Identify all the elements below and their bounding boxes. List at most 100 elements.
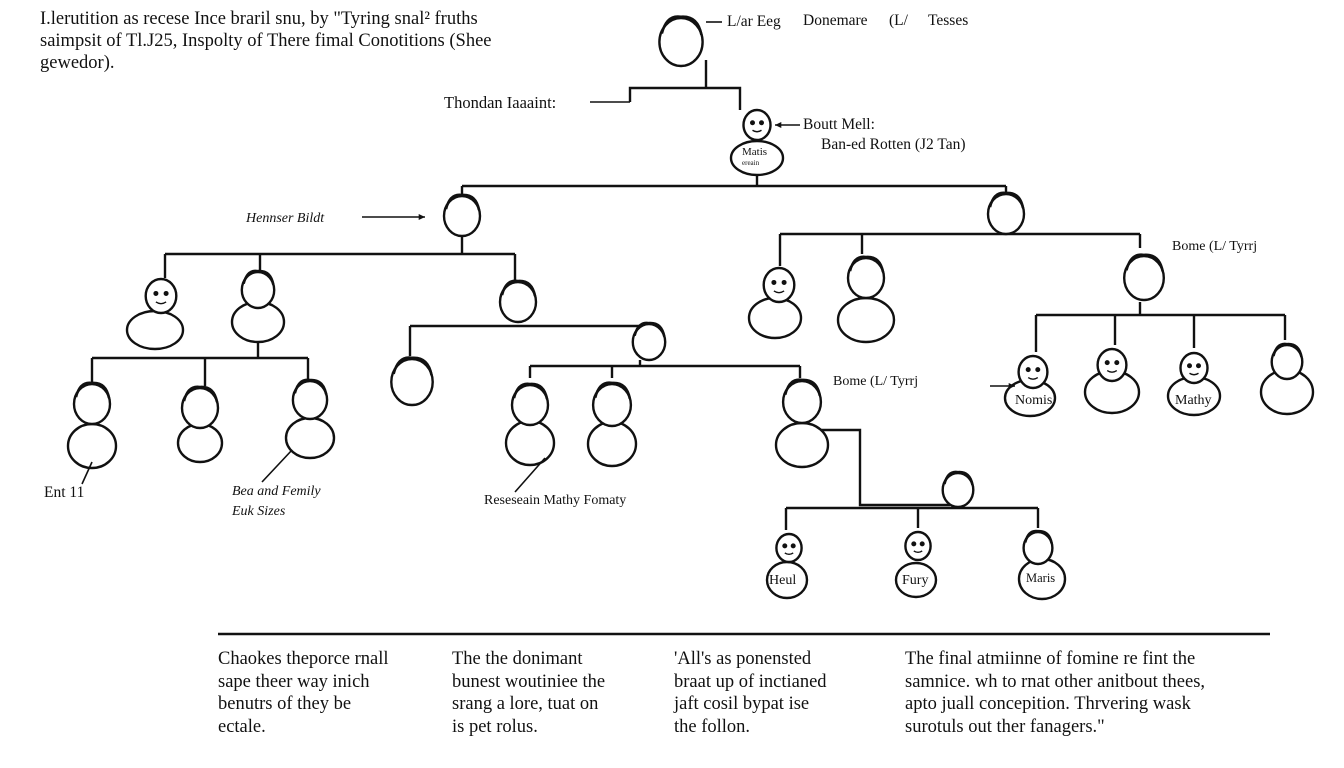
person-eye [750,120,756,126]
person-head [904,530,932,562]
person-mathy [1166,351,1222,417]
person-fury [894,530,938,599]
footer-col2-line-2: bunest woutiniee the [452,671,606,692]
person-head [762,266,796,304]
person-eye [782,543,788,549]
person-eye [1035,367,1041,373]
intro-paragraph: I.lerutition as recese Ince braril snu, … [40,8,580,74]
person-hair [242,269,275,285]
person-mouth [784,552,794,555]
label-bome-mid: Bome (L/ Tyrrj [833,374,919,389]
person-body [66,422,118,470]
label-ent: Ent 11 [44,484,85,501]
person-mouth [752,129,762,133]
person-heul [765,532,809,600]
person-body [125,309,185,351]
person-head [1017,354,1049,390]
person-right-row-2 [1083,347,1141,415]
person-bottom-parent [941,470,975,509]
arrow-bome-mid [990,382,1015,390]
label-bea-line-1: Bea and Femily [232,484,321,499]
person-head [742,108,772,142]
label-bome-right: Bome (L/ Tyrrj [1172,239,1258,254]
person-eye [781,279,787,285]
person-mouth [1027,377,1039,380]
person-middle-2 [390,356,434,407]
label-nomis: Nomis [1015,393,1053,408]
footer-col3-line-1: 'All's as ponensted [674,649,812,669]
person-hair [1023,529,1053,544]
person-nomis [1003,354,1057,418]
footer-col1-line-3: benutrs of they be [218,694,352,714]
footer-column-3: 'All's as ponensted braat up of inctiane… [674,648,889,738]
person-head [775,532,803,564]
person-left-2 [230,269,286,344]
label-reeseain: Reseseain Mathy Fomaty [484,493,627,508]
footer-column-4: The final atmiinne of fomine re fint the… [905,648,1265,738]
footer-col1-line-2: sape theer way inich [218,671,370,692]
footer-col4-line-2: samnice. wh to rnat other anitbout thees… [905,671,1206,692]
person-mouth [773,290,785,294]
intro-line-3: gewedor). [40,53,115,73]
person-eye [1114,360,1120,366]
footer-col3-line-4: the follon. [674,716,751,737]
person-body [586,420,638,468]
person-left-1 [125,277,185,351]
intro-line-1: I.lerutition as recese Ince braril snu, … [40,9,478,29]
person-hair [1125,253,1164,272]
person-hair [988,191,1025,209]
person-eye [790,543,796,549]
person-hair [293,378,328,395]
person-bome-parent [986,191,1026,236]
footer-col2-line-1: The the donimant [452,649,583,669]
person-hair [444,193,481,211]
label-thondan: Thondan Iaaaint: [444,93,557,112]
person-hair [1272,342,1303,358]
pointer-line-ent [81,461,93,485]
pointer-line-bea [261,449,293,483]
person-eye [1104,360,1110,366]
person-eye [1195,363,1201,369]
person-middle-3 [631,321,667,362]
person-reese-1 [504,382,556,467]
person-body [284,416,336,460]
person-body [504,419,556,467]
person-hair [593,381,632,399]
label-mathy-right: Mathy [1175,393,1212,408]
person-mouth [913,550,923,553]
label-top-right-3: Tesses [928,12,969,29]
person-hair [392,356,433,376]
footer-col2-line-3: srang a lore, tuat on [452,694,599,714]
person-eye [1025,367,1031,373]
person-body [176,422,224,464]
person-bea-2 [284,378,336,460]
person-body [894,561,938,599]
person-reese-2 [586,381,638,468]
label-top-right-2: (L/ [889,12,908,29]
label-bout-line-1: Boutt Mell: [803,116,875,133]
label-face-sub: ereain [742,159,760,167]
label-maris: Maris [1026,571,1056,585]
person-body [774,421,830,469]
person-maris [1017,529,1067,601]
person-eye [911,541,917,547]
person-eye [1186,363,1192,369]
person-hair [512,382,549,400]
label-top-person: L/ar Eeg [727,13,781,30]
person-eye [163,290,169,296]
footer-col4-line-4: surotuls out ther fanagers." [905,716,1105,737]
person-eye [153,290,159,296]
person-body [836,296,896,344]
person-mouth [1106,370,1118,373]
footer-col3-line-2: braat up of inctianed [674,671,827,692]
person-bout [729,108,785,177]
person-ent [66,381,118,470]
person-middle-1 [498,279,538,324]
label-face-name: Matis [742,146,768,158]
person-eye [759,120,765,126]
footer-column-2: The the donimant bunest woutiniee the sr… [452,648,657,738]
label-fury: Fury [902,573,929,588]
person-hair [660,15,703,36]
person-hair [633,321,666,337]
person-bome-right [1122,253,1165,302]
